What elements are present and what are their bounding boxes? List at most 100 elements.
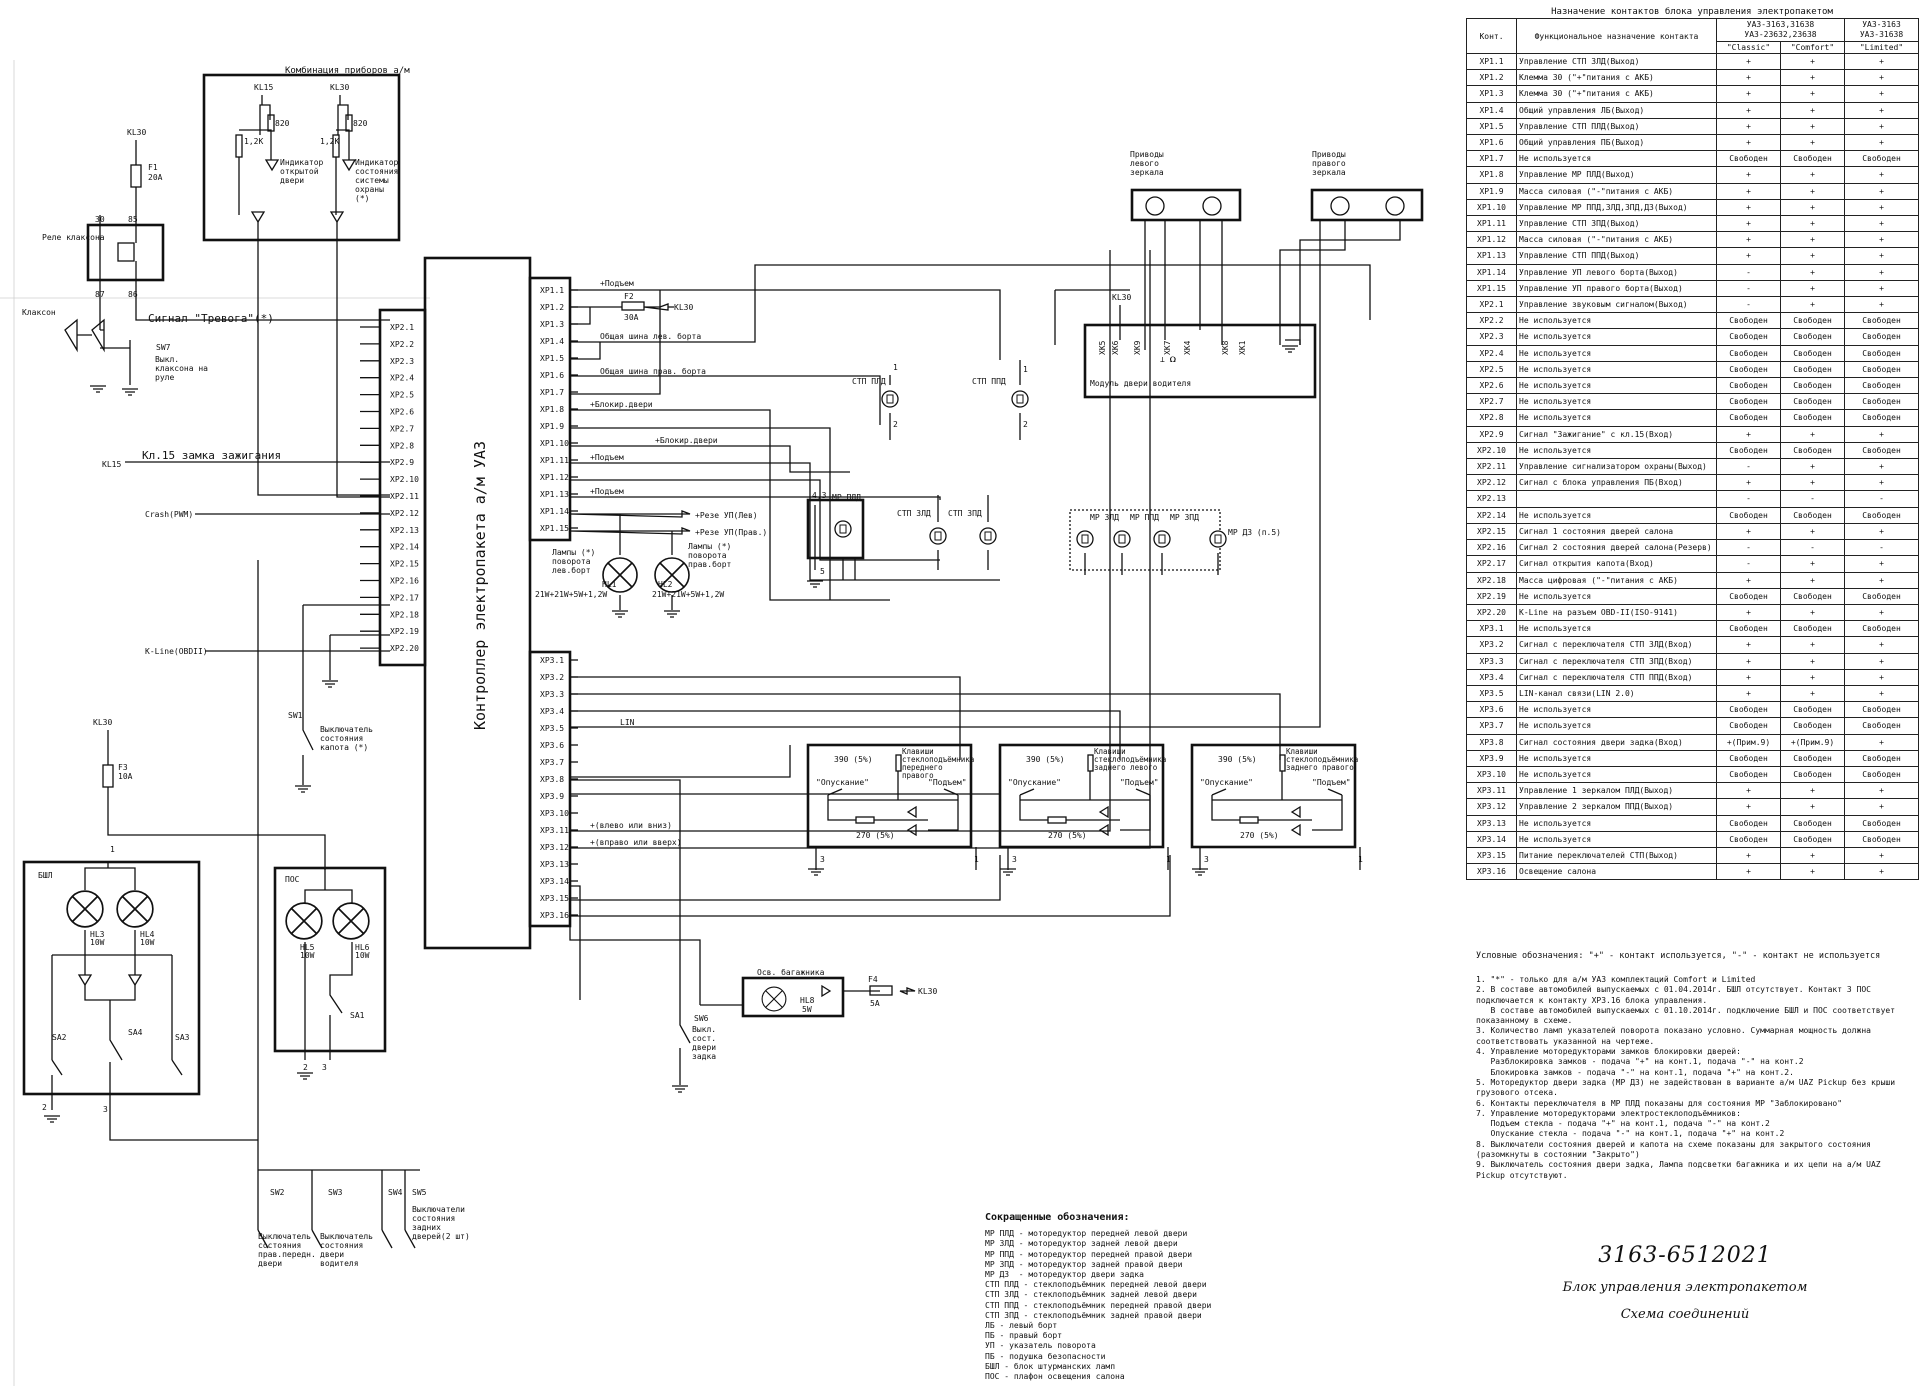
cell-comfort: Свободен	[1780, 150, 1845, 168]
cell-function: Сигнал 1 состояния дверей салона	[1516, 522, 1717, 541]
cell-function: Не используется	[1516, 377, 1717, 395]
cell-classic: Свободен	[1716, 377, 1781, 395]
header-function: Функциональное назначение контакта	[1516, 18, 1717, 54]
stp-pld-label: СТП ПЛД	[852, 377, 886, 386]
cell-contact: XP2.16	[1466, 539, 1517, 557]
cell-contact: XP3.4	[1466, 668, 1517, 686]
pin-xp1-9: XP1.9	[540, 422, 564, 431]
resistor-270	[1047, 816, 1067, 824]
cell-comfort: +	[1780, 425, 1845, 443]
cell-contact: XP1.10	[1466, 198, 1517, 217]
controller-unit: Контроллер электропакета а/м УАЗ	[423, 256, 532, 950]
pos-pin2: 2	[303, 1063, 308, 1072]
cell-comfort: +	[1780, 52, 1845, 71]
key-down-label: "Опускание"	[1008, 778, 1061, 787]
stp-ppd-pin2: 2	[1023, 420, 1028, 429]
pin-xp3-10: XP3.10	[540, 809, 569, 818]
cell-classic: +	[1716, 798, 1781, 816]
pin-xp1-11: XP1.11	[540, 456, 569, 465]
cell-classic: +	[1716, 198, 1781, 217]
bus-left-label: Общая шина лев. борта	[600, 331, 701, 341]
cell-limited: +	[1844, 798, 1919, 816]
key-box-pin3: 3	[820, 855, 825, 864]
cell-limited: -	[1844, 490, 1919, 508]
cell-function: Управление УП правого борта(Выход)	[1516, 279, 1717, 298]
cell-comfort: +	[1780, 668, 1845, 686]
key-box-frame	[806, 743, 973, 849]
key-box-title: Клавиши стеклоподъёмника заднего левого	[1094, 748, 1166, 772]
cell-comfort: +	[1780, 134, 1845, 152]
cell-limited: +	[1844, 215, 1919, 233]
mr-zpd-label: МР ЗПД	[1170, 513, 1199, 522]
cell-contact: XP1.5	[1466, 117, 1517, 136]
cell-classic: +	[1716, 522, 1781, 541]
cell-limited: +	[1844, 782, 1919, 800]
abbreviation-item: МР ПЛД - моторедуктор передней левой две…	[985, 1229, 1188, 1239]
cell-function: Управление 2 зеркалом ППД(Выход)	[1516, 798, 1717, 816]
mr-pld-label: МР ПЛД	[832, 493, 861, 502]
resistor-390	[1087, 754, 1094, 772]
cell-function: Сигнал с переключателя СТП ЗПД(Вход)	[1516, 652, 1717, 670]
module-pin-xk5: XK5	[1098, 340, 1107, 355]
table-legend: Условные обозначения: "+" - контакт испо…	[1476, 951, 1881, 961]
abbreviation-item: ПБ - правый борт	[985, 1331, 1063, 1341]
key-down-label: "Опускание"	[816, 778, 869, 787]
cell-limited: +	[1844, 555, 1919, 573]
cell-limited: +	[1844, 571, 1919, 589]
cell-contact: XP3.13	[1466, 814, 1517, 832]
window-motor-stp-zpd: СТП ЗПД	[948, 495, 997, 570]
pin-xp2-13: XP2.13	[390, 526, 419, 535]
hl4-watt: 10W	[140, 938, 155, 947]
cell-classic: Свободен	[1716, 830, 1781, 848]
kl15-label: KL15	[102, 460, 121, 469]
cell-classic: +	[1716, 215, 1781, 233]
module-pin-xk7: XK7	[1163, 340, 1172, 355]
fuse-f1-value: 20A	[148, 173, 163, 182]
cell-contact: XP1.1	[1466, 52, 1517, 71]
cell-comfort: Свободен	[1780, 393, 1845, 411]
key-down-label: "Опускание"	[1200, 778, 1253, 787]
cell-comfort: +	[1780, 798, 1845, 816]
cell-classic: Свободен	[1716, 328, 1781, 346]
cell-contact: XP1.9	[1466, 182, 1517, 200]
cell-function: Не используется	[1516, 749, 1717, 767]
stp-pld-pin1: 1	[893, 363, 898, 372]
cell-contact: XP2.4	[1466, 344, 1517, 362]
cell-comfort: +	[1780, 279, 1845, 298]
cell-classic: +	[1716, 101, 1781, 119]
cell-contact: XP3.1	[1466, 620, 1517, 638]
cell-limited: +	[1844, 603, 1919, 622]
pos-label: ПОС	[285, 875, 300, 884]
cell-comfort: +	[1780, 522, 1845, 541]
cell-classic: +	[1716, 668, 1781, 686]
pin-xp3-16: XP3.16	[540, 911, 569, 920]
bshl-pin3: 3	[103, 1105, 108, 1114]
cell-comfort: +	[1780, 474, 1845, 492]
cell-contact: XP3.15	[1466, 846, 1517, 865]
pin-xp3-13: XP3.13	[540, 860, 569, 869]
bshl-label: БШЛ	[38, 871, 53, 880]
cell-comfort: Свободен	[1780, 441, 1845, 460]
cell-classic: -	[1716, 539, 1781, 557]
sa1-label: SA1	[350, 1011, 365, 1020]
pin-xp3-2: XP3.2	[540, 673, 564, 682]
cell-comfort: +	[1780, 458, 1845, 476]
resistor-390-label: 390 (5%)	[1218, 755, 1257, 764]
cell-comfort: +	[1780, 263, 1845, 281]
cell-limited: Свободен	[1844, 814, 1919, 832]
kl15-wire-label: Кл.15 замка зажигания	[142, 449, 281, 462]
left-down-label: +(влево или вниз)	[590, 821, 672, 830]
cell-limited: +	[1844, 296, 1919, 314]
fuse-f4-label: F4	[868, 975, 878, 984]
pin-xp1-4: XP1.4	[540, 337, 564, 346]
cell-contact: XP3.3	[1466, 652, 1517, 670]
